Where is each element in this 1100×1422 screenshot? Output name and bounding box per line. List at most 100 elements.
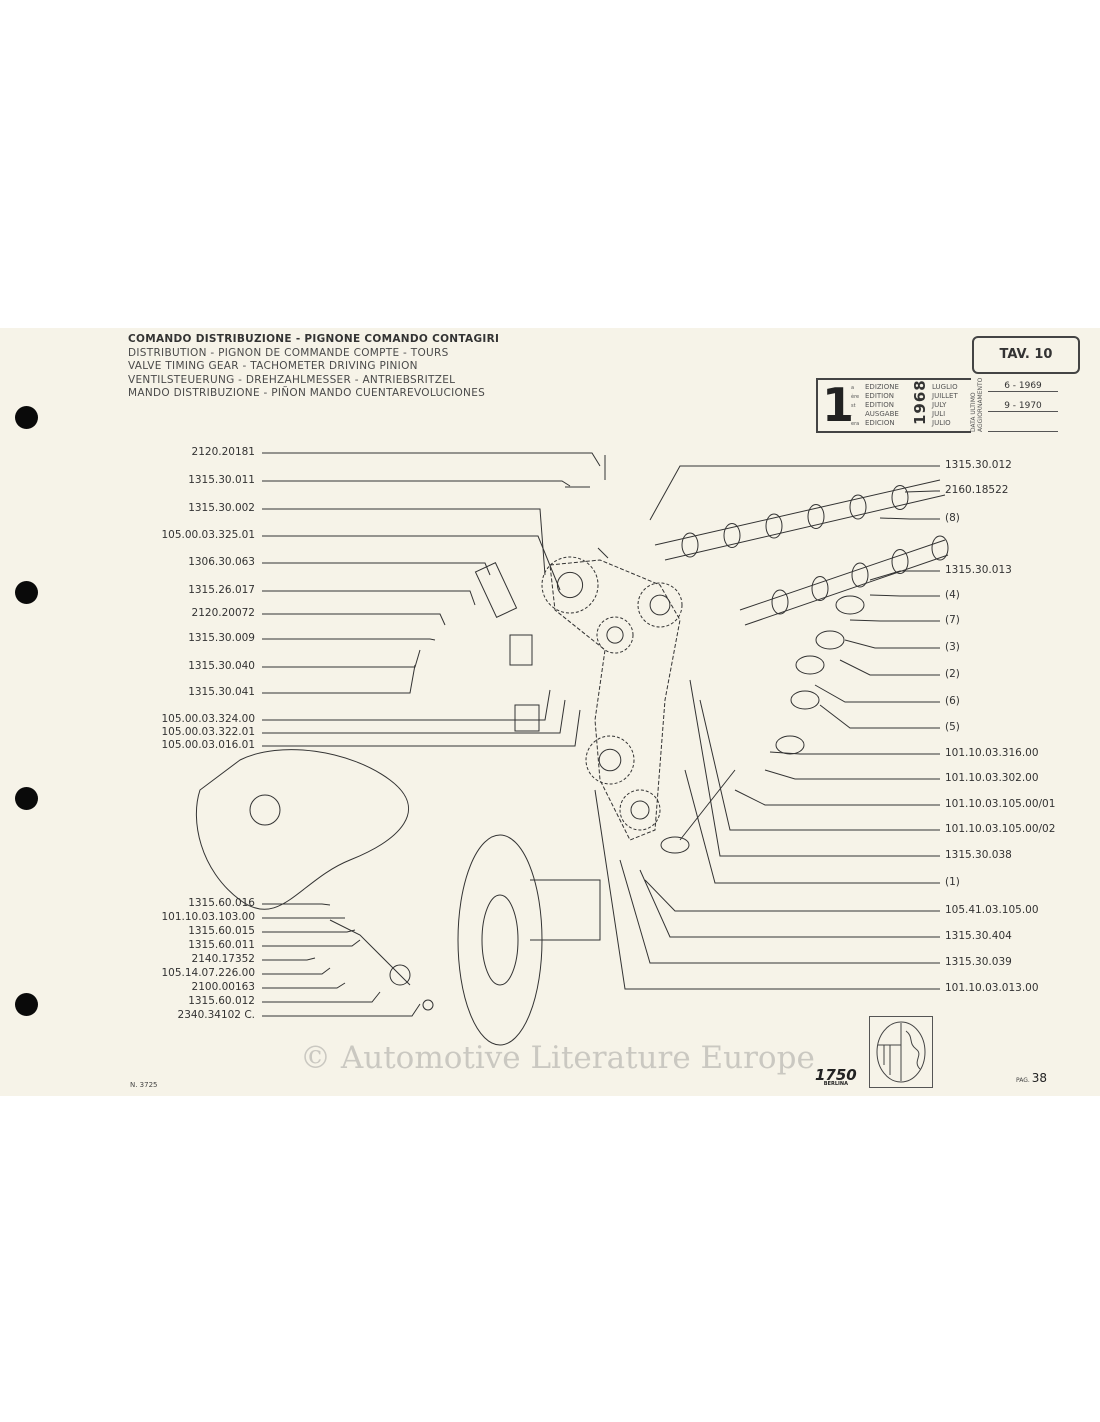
sprocket	[596, 616, 634, 654]
leader-line	[869, 570, 940, 581]
camshaft-exhaust	[654, 479, 946, 561]
leader-line	[689, 679, 940, 857]
water-pump-housing	[195, 749, 409, 910]
part-number-label: 1315.60.011	[188, 939, 255, 951]
part-number-label: 2140.17352	[191, 953, 255, 965]
part-number-label: 1315.30.038	[945, 849, 1012, 861]
part-number-label: (3)	[945, 641, 960, 653]
part-number-label: 101.10.03.105.00/01	[945, 798, 1056, 810]
leader-line	[262, 982, 346, 989]
part-number-label: (7)	[945, 614, 960, 626]
cam-lobe	[891, 485, 909, 510]
part-number-label: 1315.30.002	[188, 502, 255, 514]
part-number-label: 1315.30.012	[945, 459, 1012, 471]
crankshaft-pulley	[457, 834, 543, 1046]
valve-spring-part	[815, 630, 845, 650]
leader-line	[262, 649, 421, 668]
page-value: 38	[1031, 1071, 1047, 1085]
valve-spring-part	[795, 655, 825, 675]
title-english: VALVE TIMING GEAR - TACHOMETER DRIVING P…	[128, 360, 418, 373]
binder-hole	[15, 787, 38, 810]
cam-lobe	[811, 576, 829, 601]
title-italian: COMANDO DISTRIBUZIONE - PIGNONE COMANDO …	[128, 333, 500, 345]
leader-line	[262, 991, 381, 1003]
part-number-label: 101.10.03.105.00/02	[945, 823, 1056, 835]
part-number-label: 101.10.03.316.00	[945, 747, 1039, 759]
part-number-label: 2160.18522	[945, 484, 1009, 496]
cam-lobe	[851, 562, 869, 588]
cam-lobe	[765, 513, 783, 539]
leader-line	[594, 789, 940, 990]
table-number: TAV. 10	[972, 336, 1080, 374]
leader-line	[262, 689, 551, 721]
binder-hole	[15, 581, 38, 604]
ordinal: .	[851, 412, 853, 418]
part-number-label: 101.10.03.302.00	[945, 772, 1039, 784]
cam-lobe	[771, 589, 789, 615]
leader-line	[262, 452, 601, 467]
part-number-label: 2100.00163	[191, 981, 255, 993]
leader-line	[262, 1003, 421, 1017]
part-number-label: 105.41.03.105.00	[945, 904, 1039, 916]
part-number-label: 101.10.03.013.00	[945, 982, 1039, 994]
leader-line	[262, 699, 566, 734]
ordinal: era	[851, 421, 860, 427]
month: LUGLIO	[932, 383, 958, 391]
update-date-empty	[988, 421, 1058, 432]
leader-line	[262, 508, 546, 576]
catalog-page	[0, 328, 1100, 1096]
cam-lobe	[891, 549, 909, 574]
part-number-label: 1315.30.013	[945, 564, 1012, 576]
tensioner-spring	[474, 562, 518, 618]
part-number-label: (2)	[945, 668, 960, 680]
update-date: 9 - 1970	[988, 401, 1058, 412]
part-number-label: (5)	[945, 721, 960, 733]
leader-line	[619, 859, 940, 964]
page-title: COMANDO DISTRIBUZIONE - PIGNONE COMANDO …	[128, 333, 499, 401]
leader-line	[639, 869, 940, 938]
alfa-romeo-logo	[869, 1016, 933, 1088]
page-label: PAG.	[1016, 1077, 1030, 1084]
title-french: DISTRIBUTION - PIGNON DE COMMANDE COMPTE…	[128, 346, 449, 359]
leader-line	[262, 590, 476, 606]
leader-line	[684, 769, 940, 884]
edition-word: EDIZIONE	[865, 383, 899, 391]
part-number-label: 2120.20181	[191, 446, 255, 458]
tachometer-pinion	[389, 964, 411, 986]
part-number-label: 1315.30.041	[188, 686, 255, 698]
part-number-label: 101.10.03.103.00	[161, 911, 255, 923]
sprocket	[637, 582, 683, 628]
part-number-label: (8)	[945, 512, 960, 524]
leader-line	[699, 699, 940, 831]
part-number-label: (1)	[945, 876, 960, 888]
leader-line	[262, 957, 316, 961]
sprocket-hub	[630, 800, 650, 820]
leader-line	[262, 535, 561, 591]
leader-line	[262, 903, 331, 906]
month: JULY	[932, 401, 947, 409]
sprocket-hub	[598, 748, 622, 772]
part-number-label: 105.00.03.325.01	[161, 529, 255, 541]
part-number-label: 1315.30.039	[945, 956, 1012, 968]
part-number-label: 2120.20072	[191, 607, 255, 619]
leader-line	[769, 751, 940, 755]
cam-lobe	[807, 504, 825, 529]
edition-word: EDITION	[865, 401, 894, 409]
ordinal: st	[851, 403, 856, 409]
title-german: VENTILSTEUERUNG - DREHZAHLMESSER - ANTRI…	[128, 373, 456, 386]
water-pump-outlet	[249, 794, 281, 826]
valve-spring-part	[835, 595, 865, 615]
part-number-label: 105.00.03.322.01	[161, 726, 255, 738]
sprocket	[585, 735, 635, 785]
part-number-label: 1315.30.404	[945, 930, 1012, 942]
leader-line	[262, 967, 331, 975]
leader-line	[814, 684, 940, 703]
leader-line	[819, 704, 940, 729]
cam-lobe	[931, 535, 949, 561]
edition-word: EDITION	[865, 392, 894, 400]
valve-spring-part	[790, 690, 820, 710]
leader-line	[849, 619, 940, 622]
